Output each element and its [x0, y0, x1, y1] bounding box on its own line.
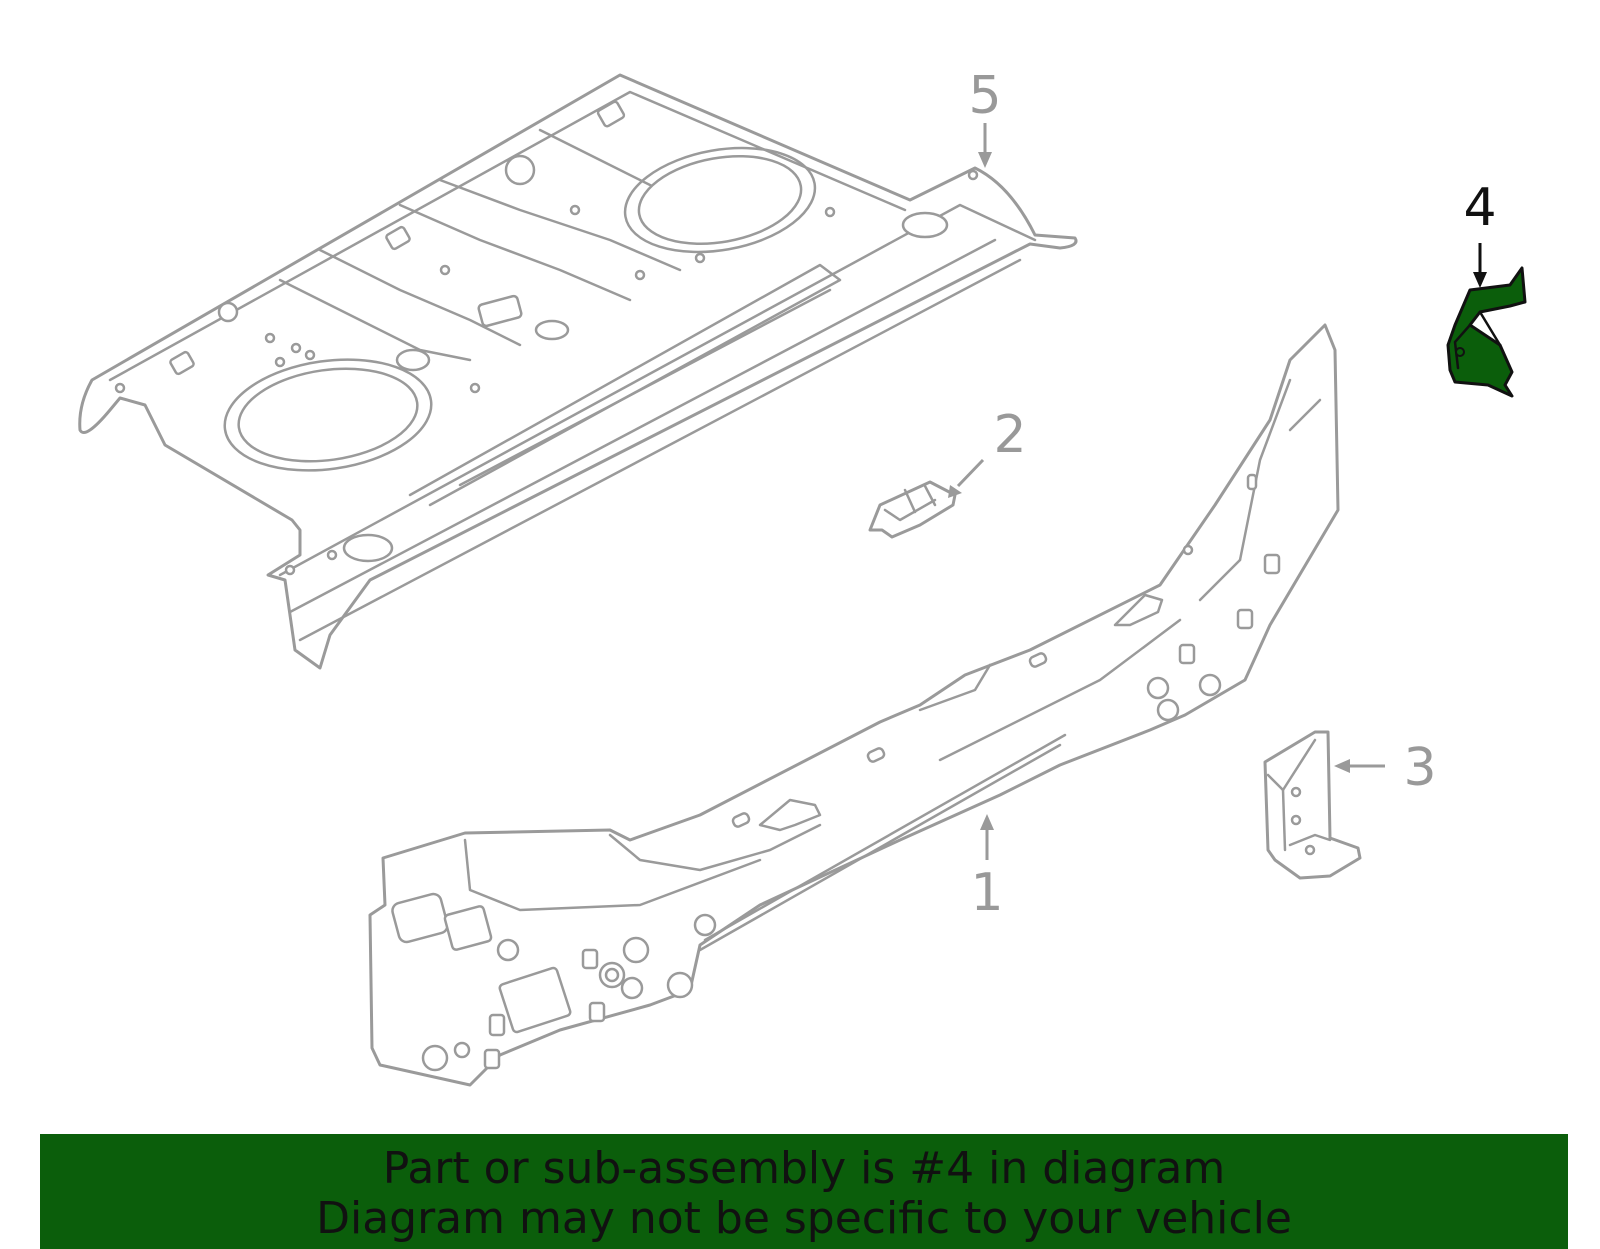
part-2-bracket	[868, 480, 957, 539]
part-1-rear-panel	[368, 323, 1340, 1087]
callout-1: 1	[970, 814, 1004, 923]
callout-4: 4	[1463, 178, 1497, 288]
banner-line-part-number: Part or sub-assembly is #4 in diagram	[382, 1143, 1226, 1194]
callout-2: 2	[948, 405, 1027, 498]
callout-3: 3	[1334, 738, 1437, 798]
callout-1-label: 1	[970, 863, 1003, 923]
callout-2-label: 2	[993, 405, 1026, 465]
callout-5-label: 5	[968, 66, 1001, 126]
part-5-rear-shelf	[78, 73, 1078, 670]
banner-line-disclaimer: Diagram may not be specific to your vehi…	[316, 1193, 1292, 1244]
callout-4-label: 4	[1463, 178, 1496, 238]
callout-3-label: 3	[1403, 738, 1436, 798]
callout-5: 5	[968, 66, 1002, 168]
part-4-highlighted-bracket	[1446, 266, 1527, 398]
info-banner: Part or sub-assembly is #4 in diagram Di…	[40, 1134, 1568, 1249]
part-3-corner-bracket	[1263, 730, 1362, 880]
